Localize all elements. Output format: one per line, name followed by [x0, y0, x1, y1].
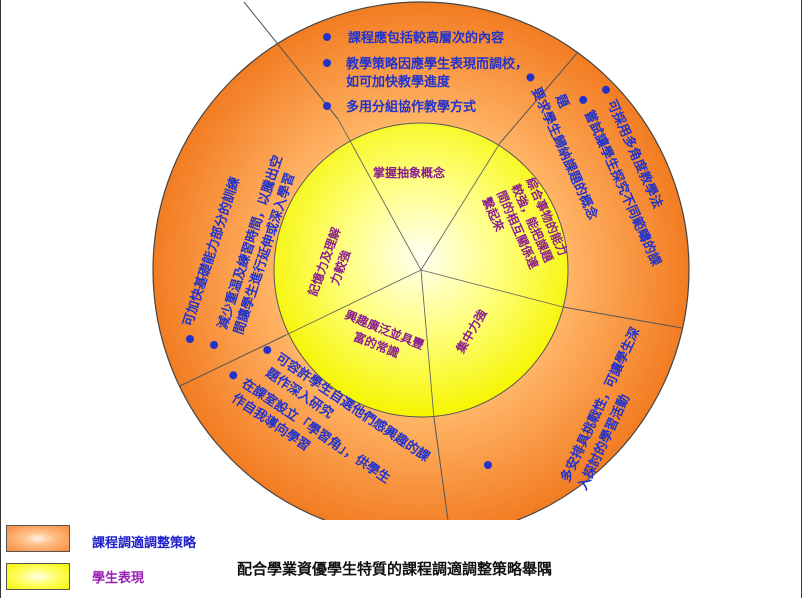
bullet-icon: [186, 335, 194, 343]
diagram-caption: 配合學業資優學生特質的課程調適調整策略舉隅: [237, 560, 553, 578]
divider-outer-left: [179, 334, 287, 387]
spoke-top-right: [420, 142, 501, 271]
bullet-icon: [229, 371, 238, 380]
outer-top-item-1: 課程應包括較高層次的內容: [348, 30, 504, 46]
outer-dividers: [179, 1, 683, 520]
spoke-bottom: [420, 269, 435, 419]
divider-outer-top-right: [499, 51, 579, 144]
bullet-icon: [210, 341, 218, 349]
outer-top-item-3: 多用分組協作教學方式: [346, 99, 476, 115]
bullet-icon: [602, 85, 611, 94]
legend-swatch-strategy: [6, 525, 70, 552]
divider-outer-top-left: [243, 1, 339, 120]
outer-top-item-2-cont: 如可加快教學進度: [346, 74, 451, 90]
bullet-icon: [263, 345, 272, 354]
divider-outer-bottom: [433, 417, 449, 520]
bullet-icon: [484, 461, 492, 469]
outer-top-item-2: 教學策略因應學生表現而調校，: [345, 56, 528, 72]
bullet-icon: [526, 73, 535, 82]
bullet-icon: [579, 95, 588, 104]
outer-segment-top: 課程應包括較高層次的內容 教學策略因應學生表現而調校， 如可加快教學進度 多用分…: [323, 30, 528, 115]
legend-label-student: 學生表現: [92, 571, 145, 586]
bullet-icon: [323, 33, 331, 41]
spoke-top-left: [337, 118, 422, 271]
bullet-icon: [323, 102, 331, 110]
strategy-wheel-diagram: 課程應包括較高層次的內容 教學策略因應學生表現而調校， 如可加快教學進度 多用分…: [152, 1, 690, 520]
legend-swatch-student: [6, 563, 70, 590]
divider-outer-right: [562, 306, 683, 329]
inner-spokes: [285, 118, 564, 419]
spoke-right: [420, 269, 564, 308]
inner-top-label: 掌握抽象概念: [373, 165, 445, 180]
spoke-left: [285, 269, 422, 336]
legend-label-strategy: 課程調適調整策略: [92, 536, 197, 551]
bullet-icon: [323, 59, 331, 67]
